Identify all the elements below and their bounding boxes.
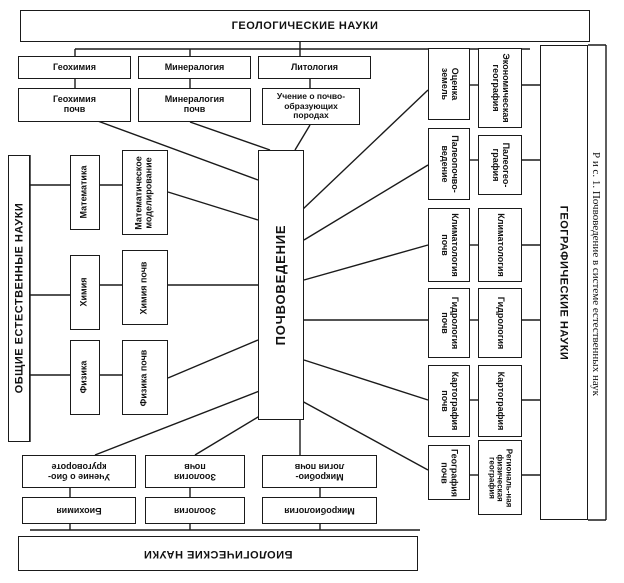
soil-science-box	[258, 150, 304, 420]
hydrology-label: Гидрология	[495, 296, 506, 350]
connector	[167, 339, 259, 379]
physics-label: Физика	[78, 360, 89, 394]
land-evaluation-box	[428, 48, 470, 120]
soil-microbiology-label: Микробио-логия почв	[294, 462, 345, 483]
paleogeography-label: Палеогео-графия	[491, 142, 511, 188]
zoology-box	[145, 497, 245, 524]
soil-cartography-box	[428, 365, 470, 437]
soil-zoology-label: Зоология почв	[173, 462, 217, 483]
geochemistry-label: Геохимия	[53, 61, 96, 72]
biological-sciences-box	[18, 536, 418, 571]
economic-geography-label: Экономическая география	[491, 53, 511, 123]
mineralogy-label: Минералогия	[164, 61, 225, 72]
microbiology-label: Микробиология	[284, 506, 355, 517]
physics-box	[70, 340, 100, 415]
lithology-box	[258, 56, 371, 79]
mathematics-box	[70, 155, 100, 230]
connector	[294, 124, 311, 151]
zoology-label: Зоология	[173, 506, 217, 517]
connector	[303, 244, 429, 281]
geographical-sciences-title: ГЕОГРАФИЧЕСКИЕ НАУКИ	[557, 205, 570, 361]
soil-physics-label: Физика почв	[138, 349, 149, 407]
biochemistry-box	[22, 497, 136, 524]
climatology-label: Климатология	[495, 213, 506, 277]
connector	[167, 191, 259, 221]
soil-mineralogy-box	[138, 88, 251, 122]
microbiology-box	[262, 497, 377, 524]
soil-physics-box	[122, 340, 168, 415]
parent-rock-doctrine-box	[262, 88, 360, 125]
hydrology-box	[478, 288, 522, 358]
climatology-box	[478, 208, 522, 282]
connector	[301, 89, 429, 211]
regional-physical-geography-box	[478, 440, 522, 515]
geographical-sciences-box	[540, 45, 588, 520]
soil-climatology-box	[428, 208, 470, 282]
soil-science-label: ПОЧВОВЕДЕНИЕ	[272, 224, 288, 346]
geological-sciences-title: ГЕОЛОГИЧЕСКИЕ НАУКИ	[231, 19, 379, 32]
land-evaluation-label: Оценка земель	[440, 67, 460, 101]
mathematics-label: Математика	[78, 165, 89, 219]
general-natural-sciences-title: ОБЩИЕ ЕСТЕСТВЕННЫЕ НАУКИ	[13, 202, 26, 394]
soil-biocycle-label: Учение о био-круговороте	[48, 462, 110, 483]
paleogeography-box	[478, 135, 522, 195]
connector	[299, 399, 429, 471]
soil-cartography-label: Картография почв	[440, 371, 460, 431]
regional-physical-geography-label: Региональ-ная физическая география	[487, 448, 514, 508]
soil-zoology-box	[145, 455, 245, 488]
connector	[94, 119, 259, 181]
paleopedology-label: Палеопочво-ведение	[440, 135, 460, 193]
lithology-label: Литология	[290, 61, 339, 72]
connector	[94, 389, 263, 456]
soil-geochemistry-box	[18, 88, 131, 122]
connector	[303, 359, 429, 401]
soil-mineralogy-label: Минералогия почв	[164, 94, 225, 114]
soil-biocycle-box	[22, 455, 136, 488]
soil-microbiology-box	[262, 455, 377, 488]
soil-geography-label: География почв	[439, 448, 460, 498]
paleopedology-box	[428, 128, 470, 200]
figure-caption: Р и с. 1. Почвоведение в системе естеств…	[590, 152, 602, 396]
soil-chemistry-box	[122, 250, 168, 325]
parent-rock-doctrine-label: Учение о почво-образующих породах	[276, 91, 346, 121]
general-natural-sciences-box	[8, 155, 30, 442]
soil-hydrology-box	[428, 288, 470, 358]
mineralogy-box	[138, 56, 251, 79]
soil-geochemistry-label: Геохимия почв	[53, 94, 96, 114]
biological-sciences-title: БИОЛОГИЧЕСКИЕ НАУКИ	[143, 547, 293, 560]
geological-sciences-box	[20, 10, 590, 42]
soil-hydrology-label: Гидрология почв	[440, 296, 460, 350]
cartography-label: Картография	[495, 371, 506, 431]
chemistry-box	[70, 255, 100, 330]
soil-geography-box	[428, 445, 470, 500]
math-modeling-label: Математическое моделирование	[133, 156, 154, 230]
soil-climatology-label: Климатология почв	[440, 213, 460, 277]
economic-geography-box	[478, 48, 522, 128]
geochemistry-box	[18, 56, 131, 79]
biochemistry-label: Биохимия	[56, 506, 102, 517]
connector	[303, 164, 429, 241]
chemistry-label: Химия	[78, 277, 89, 307]
connector	[189, 121, 271, 151]
soil-chemistry-label: Химия почв	[138, 261, 149, 315]
math-modeling-box	[122, 150, 168, 235]
cartography-box	[478, 365, 522, 437]
